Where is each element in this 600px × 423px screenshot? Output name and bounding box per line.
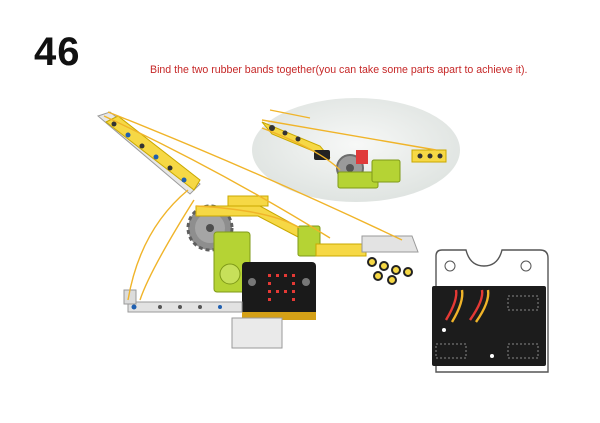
step-instruction: Bind the two rubber bands together(you c… [150,64,528,76]
zoom-detail-inset [252,98,460,202]
robot-model [96,111,419,349]
rubber-bands [103,111,403,301]
microbit-board [242,262,316,320]
step-number: 46 [34,30,81,74]
battery-box [432,249,549,373]
claw [361,235,419,285]
